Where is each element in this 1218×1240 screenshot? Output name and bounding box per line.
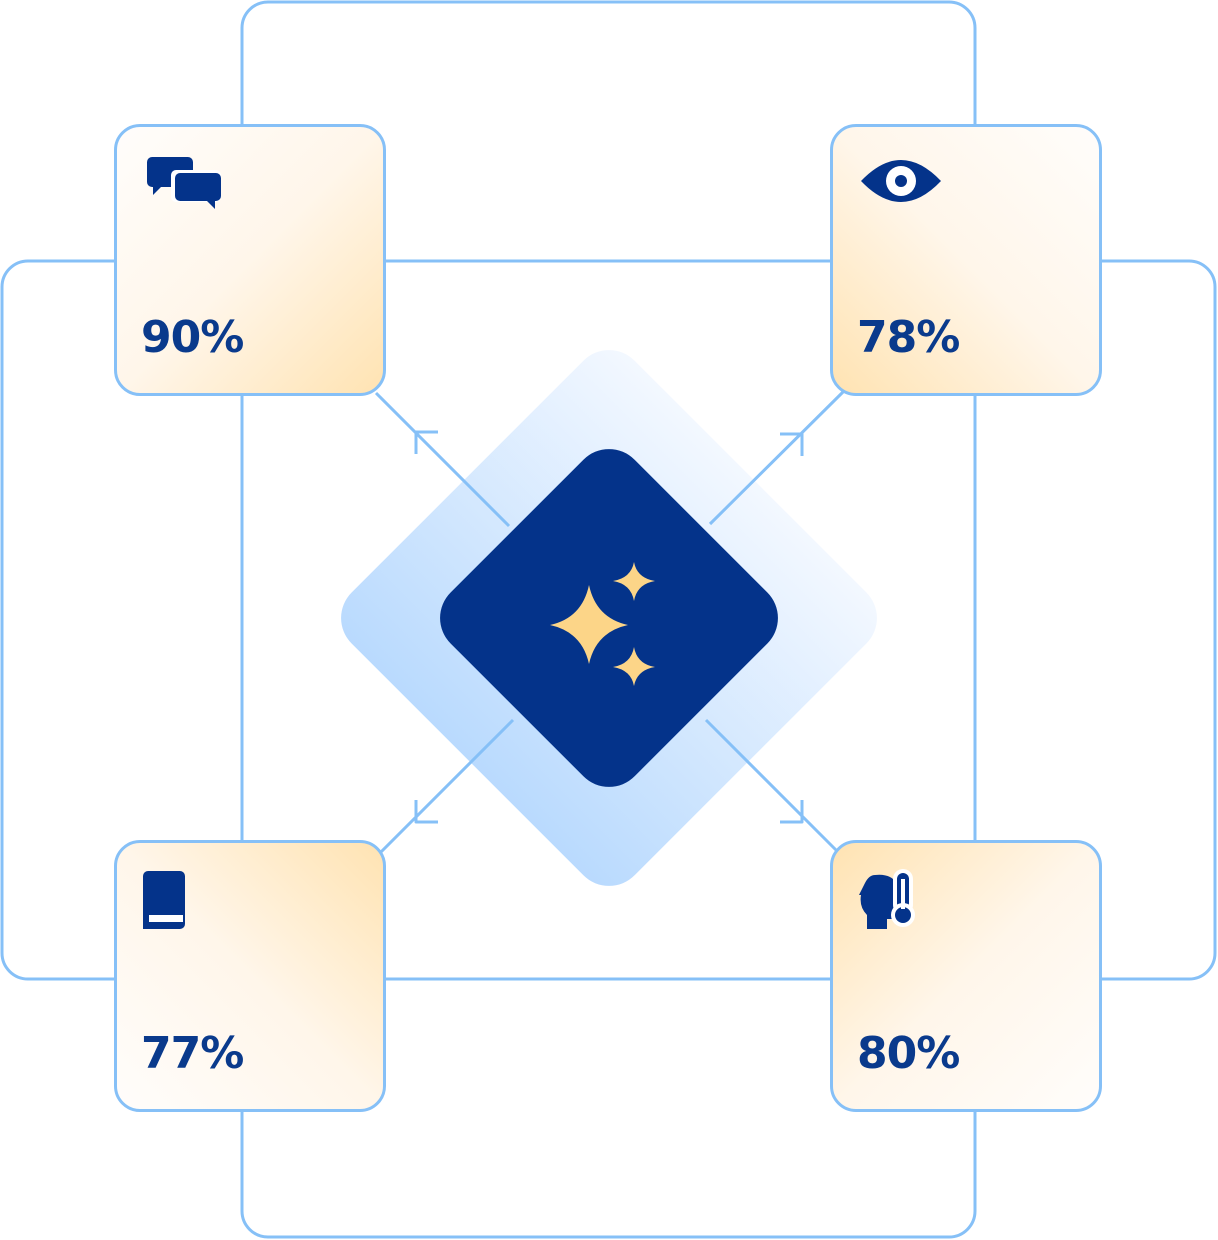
- head-thermometer-icon: [859, 869, 915, 929]
- connector-bottom-left: [378, 718, 515, 855]
- connector-bottom-right: [704, 718, 840, 854]
- sparkles-icon: [550, 562, 655, 686]
- metric-value: 77%: [141, 1028, 244, 1079]
- chat-bubbles-icon: [147, 157, 221, 209]
- eye-icon: [861, 160, 941, 202]
- metric-value: 78%: [857, 312, 960, 363]
- metric-card-temperature: 80%: [830, 840, 1102, 1112]
- metric-value: 90%: [141, 312, 244, 363]
- outer-frame-vertical: [240, 0, 977, 1239]
- book-icon: [143, 871, 185, 929]
- connector-top-left: [374, 391, 511, 528]
- metric-card-vision: 78%: [830, 124, 1102, 396]
- outer-frame-horizontal: [0, 259, 1217, 981]
- metric-card-chat: 90%: [114, 124, 386, 396]
- metric-value: 80%: [857, 1028, 960, 1079]
- metric-card-knowledge: 77%: [114, 840, 386, 1112]
- connector-top-right: [708, 389, 846, 526]
